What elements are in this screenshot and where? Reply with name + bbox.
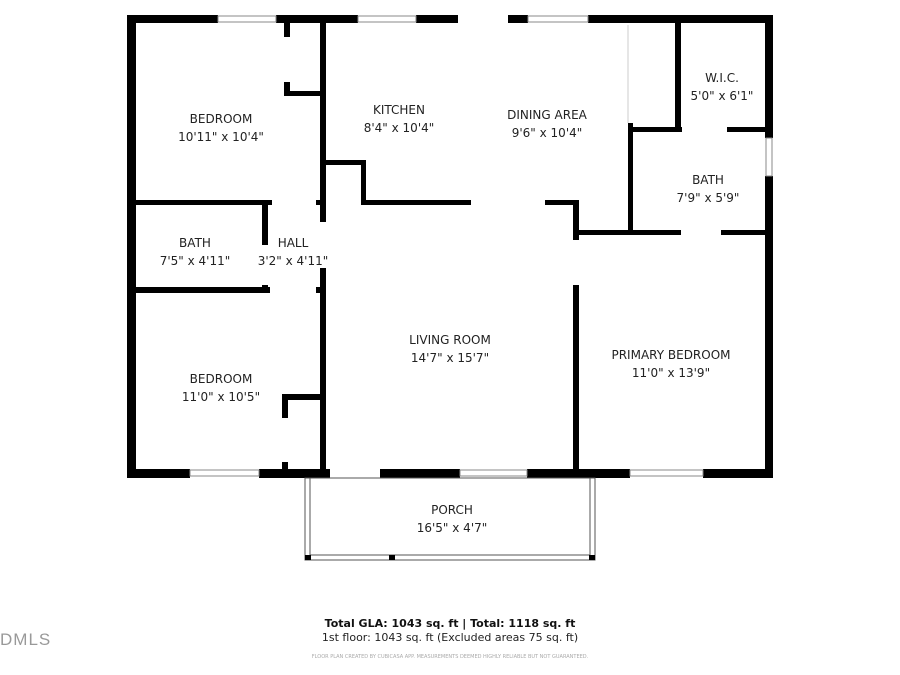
room-name: LIVING ROOM: [409, 333, 491, 347]
room-living-room: LIVING ROOM 14'7" x 15'7": [409, 331, 491, 367]
room-bedroom-1: BEDROOM 10'11" x 10'4": [178, 110, 264, 146]
room-name: HALL: [277, 236, 309, 250]
room-name: BEDROOM: [189, 372, 253, 386]
room-dimensions: 5'0" x 6'1": [690, 89, 754, 103]
room-dining-area: DINING AREA 9'6" x 10'4": [507, 106, 587, 142]
room-bath: BATH 7'5" x 4'11": [160, 234, 231, 270]
room-hall: HALL 3'2" x 4'11": [258, 234, 329, 270]
windows: [189, 15, 773, 477]
walls: [127, 15, 773, 478]
room-name: BATH: [692, 173, 724, 187]
room-wic: W.I.C. 5'0" x 6'1": [691, 69, 754, 105]
room-bath-primary: BATH 7'9" x 5'9": [677, 171, 740, 207]
room-dimensions: 7'5" x 4'11": [159, 254, 231, 268]
room-dimensions: 11'0" x 13'9": [631, 366, 711, 380]
room-bedroom-2: BEDROOM 11'0" x 10'5": [182, 370, 260, 406]
room-dimensions: 9'6" x 10'4": [511, 126, 583, 140]
disclaimer: FLOOR PLAN CREATED BY CUBICASA APP. MEAS…: [311, 654, 589, 660]
room-name: KITCHEN: [372, 103, 425, 117]
room-name: BEDROOM: [189, 112, 253, 126]
floor-area: 1st floor: 1043 sq. ft (Excluded areas 7…: [321, 631, 579, 644]
room-porch: PORCH 16'5" x 4'7": [417, 501, 488, 537]
room-primary-bedroom: PRIMARY BEDROOM 11'0" x 13'9": [611, 346, 730, 382]
room-dimensions: 3'2" x 4'11": [257, 254, 329, 268]
room-dimensions: 16'5" x 4'7": [416, 521, 488, 535]
room-dimensions: 11'0" x 10'5": [181, 390, 261, 404]
room-dimensions: 14'7" x 15'7": [410, 351, 490, 365]
total-area: Total GLA: 1043 sq. ft | Total: 1118 sq.…: [324, 617, 576, 630]
room-kitchen: KITCHEN 8'4" x 10'4": [364, 101, 435, 137]
room-dimensions: 10'11" x 10'4": [178, 130, 264, 144]
room-name: PORCH: [431, 503, 473, 517]
room-dimensions: 8'4" x 10'4": [363, 121, 435, 135]
room-dimensions: 7'9" x 5'9": [676, 191, 740, 205]
porch-outline: [304, 477, 596, 561]
porch-posts: [305, 555, 595, 560]
room-name: W.I.C.: [705, 71, 739, 85]
room-name: BATH: [179, 236, 211, 250]
room-name: PRIMARY BEDROOM: [611, 348, 731, 362]
watermark-logo: DMLS: [0, 630, 52, 649]
room-name: DINING AREA: [507, 108, 587, 122]
